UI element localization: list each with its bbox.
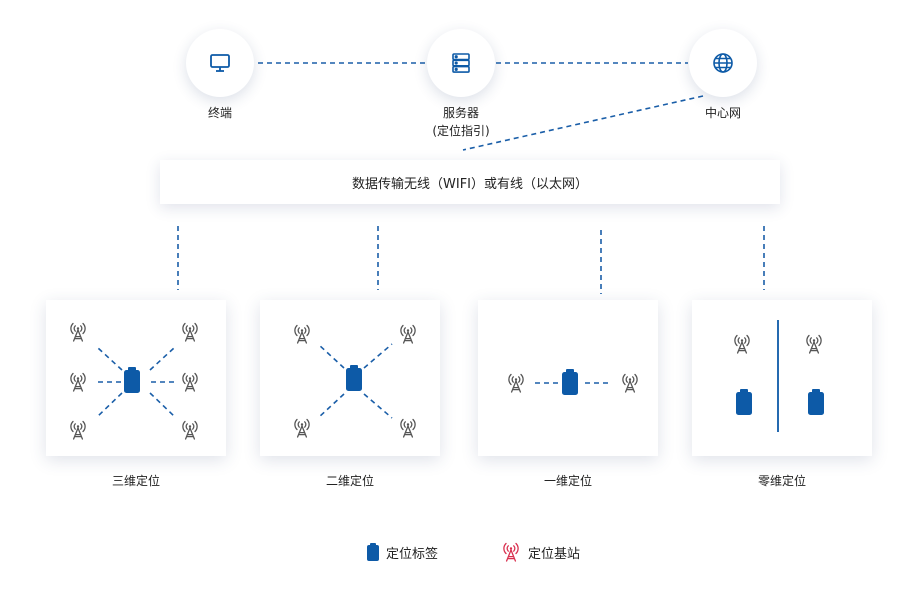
antenna-icon (806, 334, 822, 354)
link-network-bar (462, 95, 704, 151)
panel-one-d-label: 一维定位 (543, 474, 592, 488)
server-icon (452, 53, 470, 73)
network-label: 中心网 (704, 106, 741, 120)
tag-icon (808, 389, 824, 415)
tag-icon (736, 389, 752, 415)
panel-three-d (46, 300, 226, 456)
antenna-icon (622, 373, 638, 393)
panel-one-d (478, 300, 658, 456)
antenna-icon (400, 418, 416, 438)
panel-two-d-label: 二维定位 (325, 474, 374, 488)
legend-tag-label: 定位标签 (386, 546, 439, 562)
network-node (689, 29, 757, 97)
antenna-icon (182, 322, 198, 342)
server-node (427, 29, 495, 97)
transport-bar-label: 数据传输无线（WIFI）或有线（以太网） (352, 176, 588, 192)
panel-three-d-label: 三维定位 (111, 474, 160, 488)
monitor-icon (210, 54, 230, 72)
antenna-icon (294, 324, 310, 344)
antenna-icon (182, 372, 198, 392)
panel-zero-d-label: 零维定位 (757, 474, 806, 488)
tag-icon (562, 369, 578, 395)
transport-bar: 数据传输无线（WIFI）或有线（以太网） (160, 160, 780, 204)
panel-two-d (260, 300, 440, 456)
tag-icon (367, 543, 379, 561)
antenna-icon (70, 372, 86, 392)
antenna-icon (182, 420, 198, 440)
antenna-icon (294, 418, 310, 438)
antenna-icon (503, 542, 519, 562)
tag-icon (346, 365, 362, 391)
globe-icon (713, 53, 733, 73)
antenna-icon (508, 373, 524, 393)
antenna-icon (734, 334, 750, 354)
server-sublabel: (定位指引) (432, 124, 490, 138)
legend-station: 定位基站 (500, 541, 580, 563)
terminal-node (186, 29, 254, 97)
terminal-label: 终端 (207, 106, 232, 120)
panel-zero-d (692, 300, 872, 456)
antenna-icon (70, 420, 86, 440)
tag-icon (124, 367, 140, 393)
legend-tag: 定位标签 (366, 541, 438, 563)
server-label: 服务器 (定位指引) (391, 104, 531, 140)
legend-station-label: 定位基站 (528, 546, 581, 562)
antenna-icon (70, 322, 86, 342)
antenna-icon (400, 324, 416, 344)
